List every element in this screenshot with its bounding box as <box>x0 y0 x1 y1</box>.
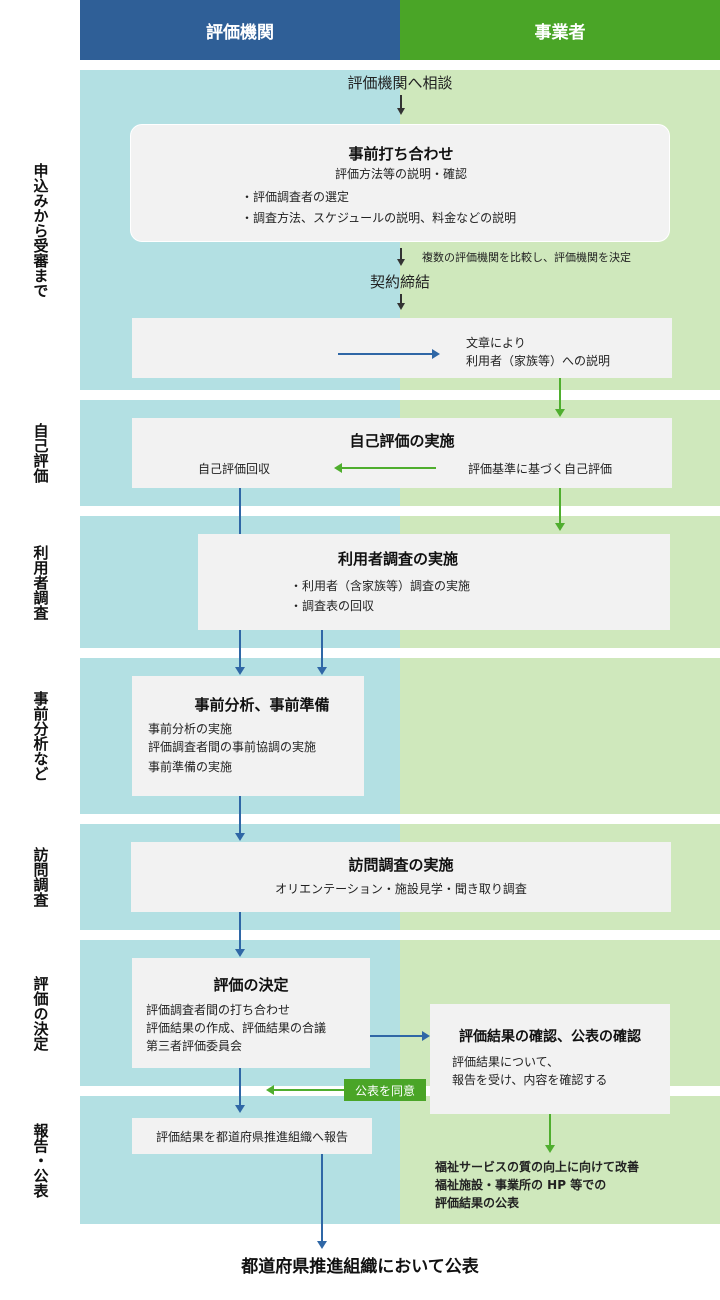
stage-label-text: 事前分析など <box>31 691 50 781</box>
pre-meeting-bullet: ・調査方法、スケジュールの説明、料金などの説明 <box>241 211 517 225</box>
arrow-down <box>317 667 327 675</box>
consult-text: 評価機関へ相談 <box>347 74 453 92</box>
stage-label-application: 申込みから受審まで <box>18 70 62 390</box>
pre-meeting-bullet: ・評価調査者の選定 <box>241 190 350 204</box>
stage-label-text: 利用者調査 <box>31 544 50 620</box>
decision-line: 第三者評価委員会 <box>146 1039 243 1053</box>
arrow-down <box>545 1145 555 1153</box>
connector <box>321 1154 323 1242</box>
connector <box>321 630 323 668</box>
pre-meeting-title: 事前打ち合わせ <box>348 145 454 163</box>
stage-label-text: 報告・公表 <box>31 1122 50 1198</box>
connector <box>400 294 402 304</box>
self-eval-basis: 評価基準に基づく自己評価 <box>468 462 613 476</box>
pre-analysis-line: 評価調査者間の事前協調の実施 <box>148 740 317 754</box>
pre-meeting-box: 事前打ち合わせ 評価方法等の説明・確認 ・評価調査者の選定 ・調査方法、スケジュ… <box>130 124 670 242</box>
stage-7-bg-operator <box>400 1096 720 1224</box>
evaluator-column-header: 評価機関 <box>80 0 400 60</box>
connector <box>239 1068 241 1106</box>
connector <box>400 248 402 260</box>
arrow-down <box>235 949 245 957</box>
pre-analysis-box: 事前分析、事前準備 事前分析の実施 評価調査者間の事前協調の実施 事前準備の実施 <box>132 676 364 796</box>
stage-label-visit: 訪問調査 <box>18 824 62 930</box>
visit-subtitle: オリエンテーション・施設見学・聞き取り調査 <box>275 882 527 896</box>
report-text: 評価結果を都道府県推進組織へ報告 <box>155 1129 348 1144</box>
decision-line: 評価調査者間の打ち合わせ <box>146 1003 291 1017</box>
arrow-left <box>266 1085 274 1095</box>
compare-note: 複数の評価機関を比較し、評価機関を決定 <box>422 251 631 264</box>
stage-label-text: 自己評価 <box>31 423 50 483</box>
pre-meeting-subtitle: 評価方法等の説明・確認 <box>334 167 467 181</box>
confirm-line: 報告を受け、内容を確認する <box>452 1073 608 1087</box>
confirm-line: 評価結果について、 <box>452 1055 560 1069</box>
final-publication-text: 都道府県推進組織において公表 <box>241 1257 479 1277</box>
visit-title: 訪問調査の実施 <box>348 856 454 874</box>
agree-badge-text: 公表を同意 <box>354 1083 415 1098</box>
improve-line: 福祉サービスの質の向上に向けて改善 <box>435 1160 640 1174</box>
decision-line: 評価結果の作成、評価結果の合議 <box>146 1021 327 1035</box>
explain-box: 文章により 利用者（家族等）への説明 <box>132 318 672 378</box>
connector <box>559 488 561 524</box>
connector <box>338 353 434 355</box>
improve-line: 評価結果の公表 <box>435 1196 520 1210</box>
arrow-right <box>422 1031 430 1041</box>
arrow-down <box>397 303 405 310</box>
user-survey-bullet: ・調査表の回収 <box>290 599 375 613</box>
self-eval-collect: 自己評価回収 <box>198 462 271 476</box>
confirm-title: 評価結果の確認、公表の確認 <box>459 1029 641 1045</box>
operator-column-header: 事業者 <box>400 0 720 60</box>
connector <box>239 488 241 534</box>
decision-title: 評価の決定 <box>213 976 289 994</box>
arrow-down <box>235 833 245 841</box>
self-eval-title: 自己評価の実施 <box>349 432 455 450</box>
arrow-left <box>334 463 342 473</box>
connector <box>559 378 561 410</box>
improve-line: 福祉施設・事業所の HP 等での <box>435 1178 607 1192</box>
user-survey-bullet: ・利用者（含家族等）調査の実施 <box>290 579 471 593</box>
connector <box>342 467 436 469</box>
stage-label-pre-analysis: 事前分析など <box>18 658 62 814</box>
stage-label-decision: 評価の決定 <box>18 940 62 1086</box>
stage-label-report: 報告・公表 <box>18 1096 62 1224</box>
arrow-down <box>235 667 245 675</box>
decision-box: 評価の決定 評価調査者間の打ち合わせ 評価結果の作成、評価結果の合議 第三者評価… <box>132 958 370 1068</box>
stage-label-text: 申込みから受審まで <box>31 162 50 298</box>
arrow-down <box>235 1105 245 1113</box>
user-survey-box: 利用者調査の実施 ・利用者（含家族等）調査の実施 ・調査表の回収 <box>198 534 670 630</box>
arrow-right <box>432 349 440 359</box>
pre-analysis-line: 事前準備の実施 <box>148 760 233 774</box>
stage-label-text: 評価の決定 <box>31 975 50 1051</box>
explain-line: 利用者（家族等）への説明 <box>466 354 611 368</box>
connector <box>239 630 241 668</box>
pre-analysis-title: 事前分析、事前準備 <box>194 696 330 714</box>
stage-label-user-survey: 利用者調査 <box>18 516 62 648</box>
self-eval-box: 自己評価の実施 自己評価回収 評価基準に基づく自己評価 <box>132 418 672 488</box>
stage-7-bg-evaluator <box>80 1096 400 1224</box>
arrow-down <box>317 1241 327 1249</box>
stage-label-self-eval: 自己評価 <box>18 400 62 506</box>
confirm-box: 評価結果の確認、公表の確認 評価結果について、 報告を受け、内容を確認する <box>430 1004 670 1114</box>
report-box: 評価結果を都道府県推進組織へ報告 <box>132 1118 372 1154</box>
connector <box>274 1089 344 1091</box>
arrow-down <box>397 108 405 115</box>
arrow-down <box>397 259 405 266</box>
arrow-down <box>555 409 565 417</box>
connector <box>549 1114 551 1146</box>
contract-text: 契約締結 <box>369 273 430 291</box>
connector <box>239 796 241 834</box>
connector <box>400 95 402 109</box>
stage-label-text: 訪問調査 <box>31 847 50 907</box>
user-survey-title: 利用者調査の実施 <box>337 550 458 568</box>
connector <box>239 912 241 950</box>
visit-box: 訪問調査の実施 オリエンテーション・施設見学・聞き取り調査 <box>131 842 671 912</box>
explain-line: 文章により <box>466 336 526 350</box>
arrow-down <box>555 523 565 531</box>
agree-badge: 公表を同意 <box>344 1079 426 1101</box>
stage-4-bg-operator <box>400 658 720 814</box>
connector <box>370 1035 424 1037</box>
pre-analysis-line: 事前分析の実施 <box>148 722 233 736</box>
